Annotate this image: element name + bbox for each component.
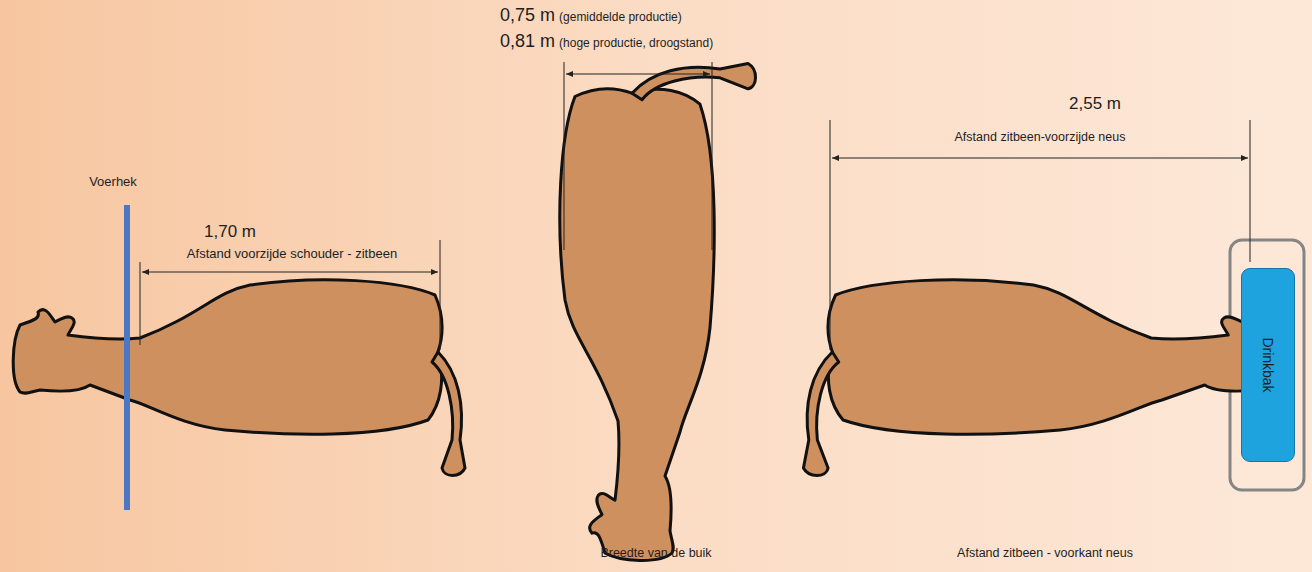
dimension-arrow bbox=[566, 74, 710, 75]
feed-fence bbox=[124, 205, 130, 510]
extension-line bbox=[440, 240, 441, 350]
extension-line bbox=[1250, 120, 1251, 262]
cow-figure bbox=[803, 280, 1286, 476]
dimension-value: 1,70 m bbox=[204, 222, 256, 242]
figure-caption: Breedte van de buik bbox=[600, 546, 711, 560]
drinking-trough: Drinkbak bbox=[1241, 268, 1295, 462]
node-text: Drinkbak bbox=[1260, 337, 1276, 392]
figure-caption: Afstand zitbeen - voorkant neus bbox=[957, 546, 1133, 560]
extension-line bbox=[564, 62, 565, 250]
dimension-note: (gemiddelde productie) bbox=[559, 11, 682, 25]
dimension-value: 2,55 m bbox=[1069, 94, 1121, 114]
dimension-value: 0,81 m bbox=[500, 31, 555, 52]
dimension-caption: Afstand zitbeen-voorzijde neus bbox=[955, 130, 1126, 144]
cow-figure bbox=[13, 280, 465, 476]
dimension-value: 0,75 m bbox=[500, 5, 555, 26]
dimension-arrow bbox=[832, 158, 1248, 159]
cow-figure bbox=[560, 63, 756, 560]
dimension-arrow bbox=[142, 272, 438, 273]
dimension-caption: Afstand voorzijde schouder - zitbeen bbox=[187, 247, 397, 262]
fence-label: Voerhek bbox=[89, 175, 137, 190]
trough-housing bbox=[1230, 240, 1304, 490]
extension-line bbox=[140, 262, 141, 345]
dimension-note: (hoge productie, droogstand) bbox=[559, 37, 713, 51]
extension-line bbox=[712, 62, 713, 250]
extension-line bbox=[830, 120, 831, 350]
